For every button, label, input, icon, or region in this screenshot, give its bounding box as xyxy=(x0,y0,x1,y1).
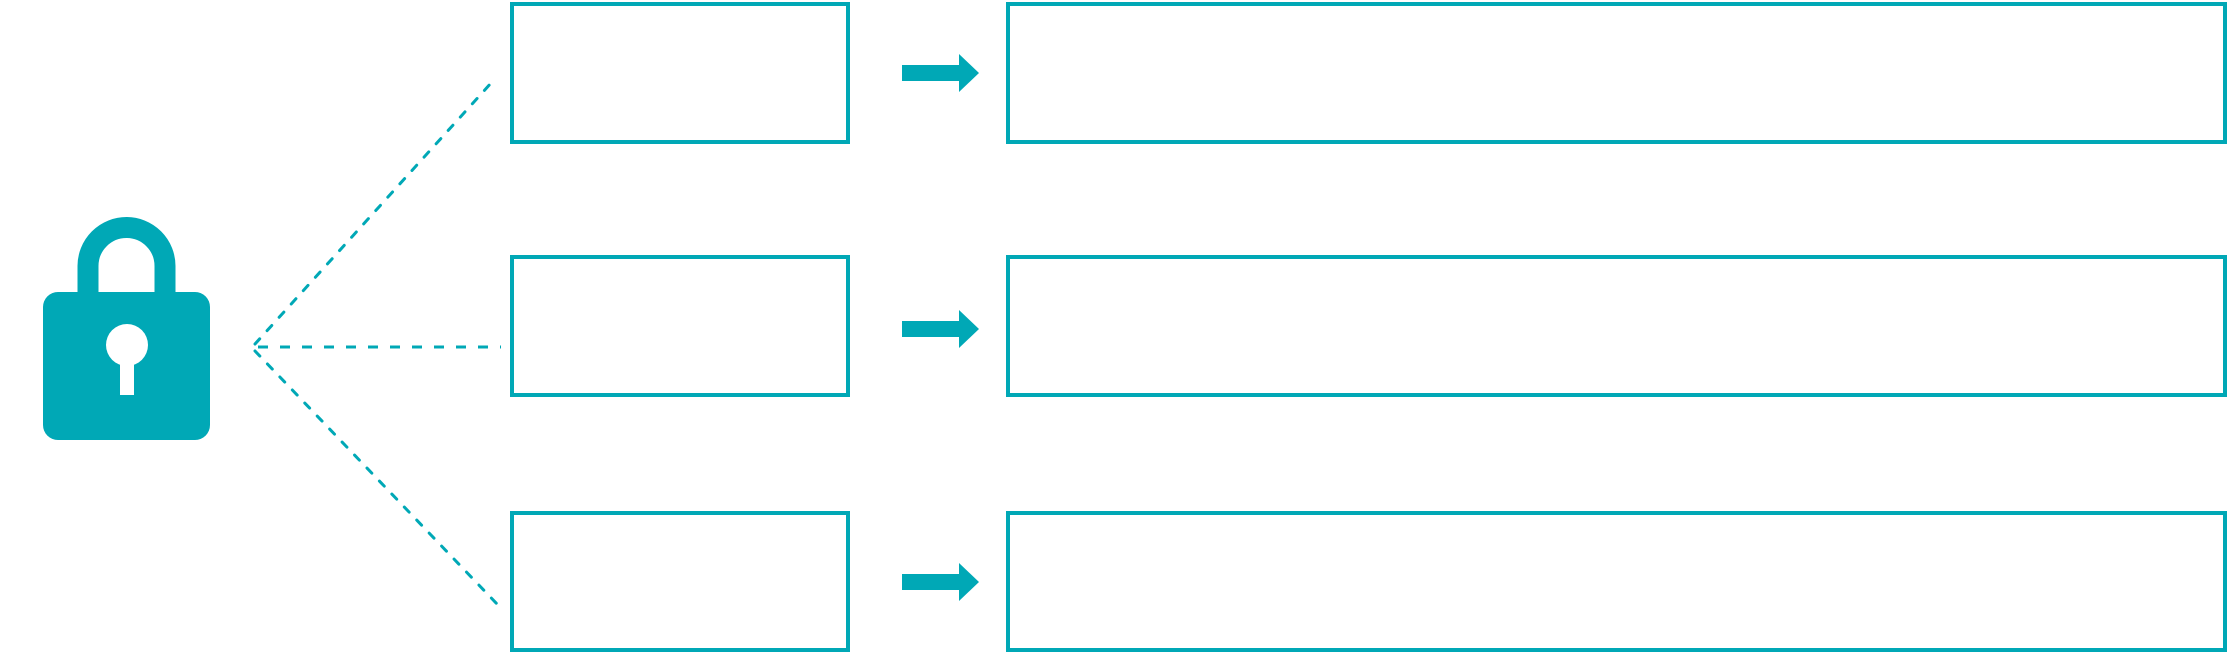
arrow-right-icon xyxy=(902,54,979,92)
lock-icon-svg xyxy=(43,217,210,440)
dotted-connector-line-bottom xyxy=(253,349,499,606)
term-box-3 xyxy=(510,511,850,652)
dotted-connector-line-top xyxy=(253,80,494,346)
arrow-right-icon xyxy=(902,310,979,348)
description-box-2 xyxy=(1006,255,2227,397)
term-box-1 xyxy=(510,2,850,144)
description-box-3 xyxy=(1006,511,2227,652)
term-box-2 xyxy=(510,255,850,397)
description-box-1 xyxy=(1006,2,2227,144)
lock-icon xyxy=(43,217,210,440)
arrow-right-icon xyxy=(902,563,979,601)
